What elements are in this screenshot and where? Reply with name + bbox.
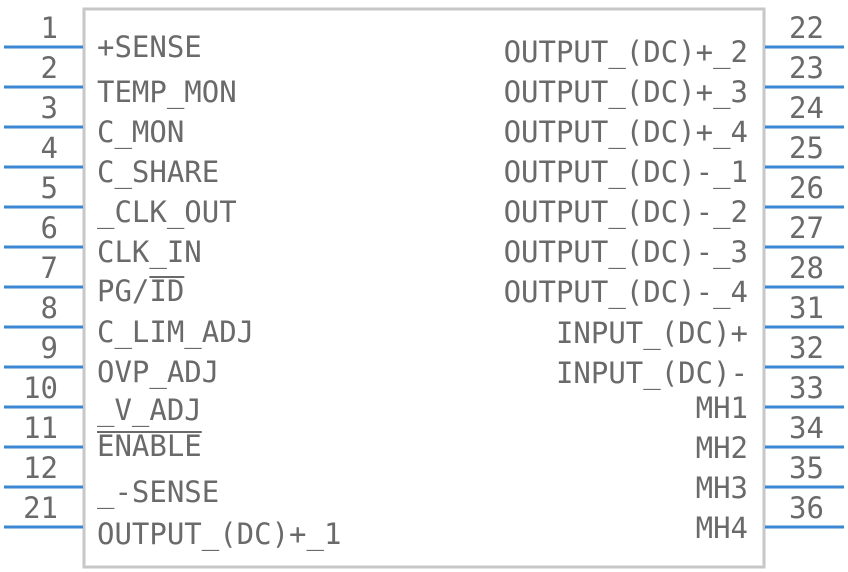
pin-label: C_SHARE [97, 155, 219, 190]
pin-label: INPUT_(DC)- [556, 356, 748, 391]
pin-4: 4C_SHARE [4, 131, 219, 190]
pin-label: OUTPUT_(DC)-_2 [504, 195, 748, 230]
pin-label: OUTPUT_(DC)+_3 [504, 75, 748, 110]
pin-5: 5 _CLK_OUT [4, 171, 237, 230]
pin-label: _CLK_OUT [97, 195, 237, 230]
pin-label: MH1 [696, 391, 748, 425]
pin-label: C_MON [97, 115, 184, 150]
pin-7: 7PG/ID [4, 251, 185, 308]
pin-label: INPUT_(DC)+ [556, 316, 748, 351]
pin-label: OVP_ADJ [97, 355, 219, 390]
pin-label: TEMP_MON [97, 75, 237, 110]
pin-number: 34 [789, 411, 824, 445]
pin-3: 3C_MON [4, 91, 184, 150]
pin-label: _V_ADJ [97, 393, 202, 428]
pin-number: 10 [23, 371, 58, 405]
pin-label: +SENSE [97, 30, 202, 64]
pin-1: 1 +SENSE [4, 11, 202, 64]
pin-number: 7 [41, 251, 58, 285]
pin-number: 21 [23, 491, 58, 525]
pin-number: 31 [789, 291, 824, 325]
pin-number: 32 [789, 331, 824, 365]
pin-number: 28 [789, 251, 824, 285]
pin-number: 11 [23, 411, 58, 445]
pin-number: 36 [789, 491, 824, 525]
pin-label: OUTPUT_(DC)+_4 [504, 115, 748, 150]
pin-number: 3 [41, 91, 58, 125]
pin-12: 12 _-SENSE [4, 451, 219, 510]
pin-number: 35 [789, 451, 824, 485]
pin-number: 26 [789, 171, 824, 205]
pin-label: CLK_IN [97, 235, 202, 270]
pin-number: 33 [789, 371, 824, 405]
pin-label: C_LIM_ADJ [97, 315, 254, 350]
pin-label: _-SENSE [97, 475, 219, 510]
pin-number: 2 [41, 51, 58, 85]
pin-label: OUTPUT_(DC)-_1 [504, 155, 748, 190]
pin-number: 8 [41, 291, 58, 325]
pin-number: 4 [41, 131, 58, 165]
left-pin-group: 1+SENSE2TEMP_MON3C_MON4C_SHARE5_CLK_OUT6… [4, 11, 341, 552]
pin-number: 25 [789, 131, 824, 165]
pin-label: OUTPUT_(DC)+_2 [504, 35, 748, 70]
pin-label: OUTPUT_(DC)+_1 [97, 517, 341, 552]
pin-number: 22 [789, 11, 824, 45]
pin-label: PG/ID [97, 274, 184, 308]
pin-label: OUTPUT_(DC)-_3 [504, 235, 748, 270]
pin-label: ENABLE [97, 429, 202, 463]
pin-label: MH4 [696, 511, 748, 545]
pin-8: 8C_LIM_ADJ [4, 291, 254, 350]
component-body [82, 7, 766, 569]
pin-number: 24 [789, 91, 824, 125]
pin-number: 23 [789, 51, 824, 85]
pin-label: MH2 [696, 431, 748, 465]
pin-label: MH3 [696, 471, 748, 505]
pin-number: 5 [41, 171, 58, 205]
pin-label: OUTPUT_(DC)-_4 [504, 275, 748, 310]
pin-number: 1 [41, 11, 58, 45]
pin-number: 12 [23, 451, 58, 485]
pin-number: 9 [41, 331, 58, 365]
pin-number: 6 [41, 211, 58, 245]
pin-10: 10 _V_ADJ [4, 371, 202, 428]
pin-number: 27 [789, 211, 824, 245]
